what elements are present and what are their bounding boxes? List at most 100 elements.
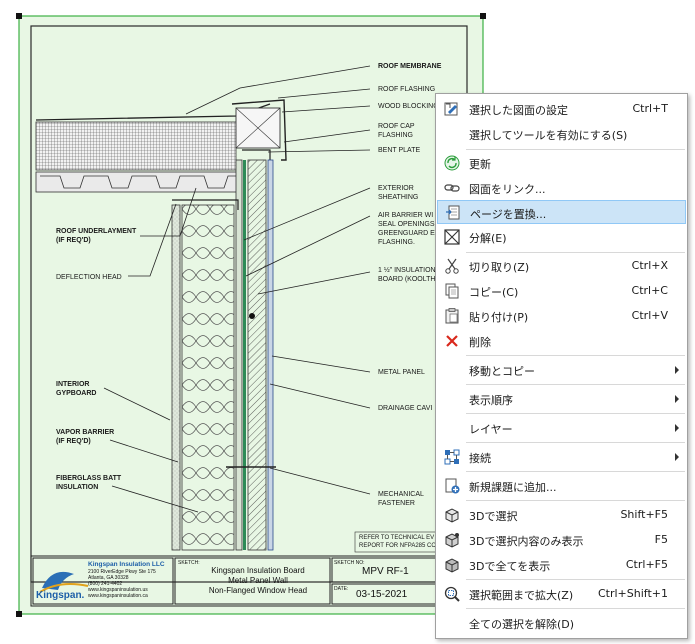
explode-icon — [444, 229, 460, 245]
menu-item-drawing-settings[interactable]: 選択した図面の設定 Ctrl+T — [437, 97, 686, 121]
insulation-board — [247, 159, 267, 551]
menu-item-label: レイヤー — [469, 423, 513, 436]
callout-exterior-sheathing: EXTERIOR SHEATHING — [378, 185, 419, 201]
refresh-icon — [444, 155, 460, 171]
kingspan-logo: Kingspan. — [36, 590, 85, 601]
menu-item-shortcut: Ctrl+C — [631, 284, 668, 297]
menu-separator — [466, 500, 685, 501]
menu-separator — [466, 384, 685, 385]
menu-item-label: 表示順序 — [469, 394, 513, 407]
menu-item-show-all-3d[interactable]: 3Dで全てを表示 Ctrl+F5 — [437, 553, 686, 577]
air-barrier — [243, 160, 246, 550]
roof-deck — [35, 171, 242, 193]
menu-item-shortcut: Ctrl+Shift+1 — [597, 587, 668, 600]
menu-item-paste[interactable]: 貼り付け(P) Ctrl+V — [437, 304, 686, 328]
select-3d-icon — [445, 508, 459, 523]
stud-flange-left — [171, 204, 181, 551]
menu-separator — [466, 442, 685, 443]
menu-item-label: 3Dで選択内容のみ表示 — [469, 535, 584, 548]
drawing-settings-icon — [444, 102, 458, 116]
callout-metal-panel: METAL PANEL — [378, 369, 425, 376]
context-menu: 選択した図面の設定 Ctrl+T 選択してツールを有効にする(S) 更新 図面を… — [435, 93, 688, 639]
sketch-number: MPV RF-1 — [362, 566, 409, 577]
replace-page-icon — [446, 205, 460, 220]
callout-air-barrier: AIR BARRIER WI SEAL OPENINGS GREENGUARD … — [378, 212, 435, 246]
menu-item-copy[interactable]: コピー(C) Ctrl+C — [437, 279, 686, 303]
menu-item-label: 図面をリンク... — [469, 183, 546, 196]
callout-roof-cap-flashing: ROOF CAP FLASHING — [378, 123, 415, 139]
zoom-selection-icon — [444, 586, 460, 602]
menu-item-label: 分解(E) — [469, 232, 507, 245]
menu-item-label: 新規課題に追加... — [469, 481, 557, 494]
menu-separator — [466, 149, 685, 150]
menu-item-label: 選択した図面の設定 — [469, 104, 568, 117]
menu-item-label: 貼り付け(P) — [469, 311, 529, 324]
menu-item-label: 移動とコピー — [469, 365, 535, 378]
copy-icon — [445, 283, 459, 299]
menu-item-shortcut: Ctrl+F5 — [625, 558, 668, 571]
sketch-no-label: SKETCH NO: — [334, 560, 365, 566]
sketch-title: Kingspan Insulation Board Metal Panel Wa… — [208, 566, 308, 595]
sketch-label: SKETCH: — [178, 560, 200, 566]
wood-blocking-cross — [235, 107, 281, 149]
callout-fiberglass-batt: FIBERGLASS BATT INSULATION — [56, 475, 122, 491]
deflection-head-track — [172, 199, 239, 210]
menu-item-zoom-selection[interactable]: 選択範囲まで拡大(Z) Ctrl+Shift+1 — [437, 582, 686, 606]
fiberglass-batt — [181, 204, 235, 551]
menu-item-show-selection-3d[interactable]: 3Dで選択内容のみ表示 F5 — [437, 528, 686, 552]
callout-deflection-head: DEFLECTION HEAD — [56, 274, 122, 281]
menu-item-shortcut: F5 — [654, 533, 668, 546]
menu-item-link-drawing[interactable]: 図面をリンク... — [437, 176, 686, 200]
menu-item-add-issue[interactable]: 新規課題に追加... — [437, 474, 686, 498]
submenu-arrow-icon — [675, 424, 679, 432]
menu-item-move-copy[interactable]: 移動とコピー — [437, 358, 686, 382]
menu-separator — [466, 579, 685, 580]
exterior-sheathing — [235, 159, 243, 551]
menu-item-cut[interactable]: 切り取り(Z) Ctrl+X — [437, 254, 686, 278]
menu-item-label: 更新 — [469, 158, 491, 171]
menu-item-label: 選択範囲まで拡大(Z) — [469, 589, 574, 602]
selection-handle-bottom-left — [16, 611, 22, 617]
menu-item-update[interactable]: 更新 — [437, 151, 686, 175]
callout-roof-flashing: ROOF FLASHING — [378, 86, 436, 93]
callout-bent-plate: BENT PLATE — [378, 147, 421, 154]
kingspan-logo-mark — [42, 571, 74, 590]
menu-item-shortcut: Ctrl+T — [632, 102, 668, 115]
cut-icon — [445, 258, 459, 274]
selection-handle-top-left — [16, 13, 22, 19]
menu-item-label: 3Dで選択 — [469, 510, 518, 523]
menu-item-label: 3Dで全てを表示 — [469, 560, 551, 573]
menu-item-explode[interactable]: 分解(E) — [437, 225, 686, 249]
cap-flashing — [231, 99, 287, 161]
submenu-arrow-icon — [675, 366, 679, 374]
add-issue-icon — [445, 478, 460, 494]
selection-handle-top-right — [480, 13, 486, 19]
date-label: DATE: — [334, 586, 349, 592]
menu-item-replace-page[interactable]: ページを置換... — [437, 200, 686, 224]
menu-item-deselect-all[interactable]: 全ての選択を解除(D) — [437, 611, 686, 635]
company-name: Kingspan Insulation LLC — [88, 561, 165, 568]
callout-insulation-board: 1 ½" INSULATION BOARD (KOOLTH — [378, 267, 436, 283]
menu-item-shortcut: Shift+F5 — [620, 508, 668, 521]
menu-item-shortcut: Ctrl+X — [631, 259, 668, 272]
menu-item-label: ページを置換... — [470, 208, 547, 221]
menu-item-shortcut: Ctrl+V — [631, 309, 668, 322]
menu-item-delete[interactable]: 削除 — [437, 329, 686, 353]
paste-icon — [445, 308, 459, 324]
submenu-arrow-icon — [675, 395, 679, 403]
menu-separator — [466, 608, 685, 609]
menu-item-select-3d[interactable]: 3Dで選択 Shift+F5 — [437, 503, 686, 527]
menu-item-layer[interactable]: レイヤー — [437, 416, 686, 440]
menu-item-enable-tool[interactable]: 選択してツールを有効にする(S) — [437, 122, 686, 146]
sketch-date: 03-15-2021 — [356, 589, 408, 600]
menu-item-display-order[interactable]: 表示順序 — [437, 387, 686, 411]
bent-plate — [242, 149, 271, 160]
callout-interior-gypboard: INTERIOR GYPBOARD — [56, 381, 97, 397]
menu-separator — [466, 471, 685, 472]
callout-vapor-barrier: VAPOR BARRIER (IF REQ'D) — [56, 429, 115, 445]
show-all-3d-icon — [445, 558, 459, 573]
link-icon — [444, 184, 460, 192]
menu-item-label: コピー(C) — [469, 286, 519, 299]
menu-item-connect[interactable]: 接続 — [437, 445, 686, 469]
